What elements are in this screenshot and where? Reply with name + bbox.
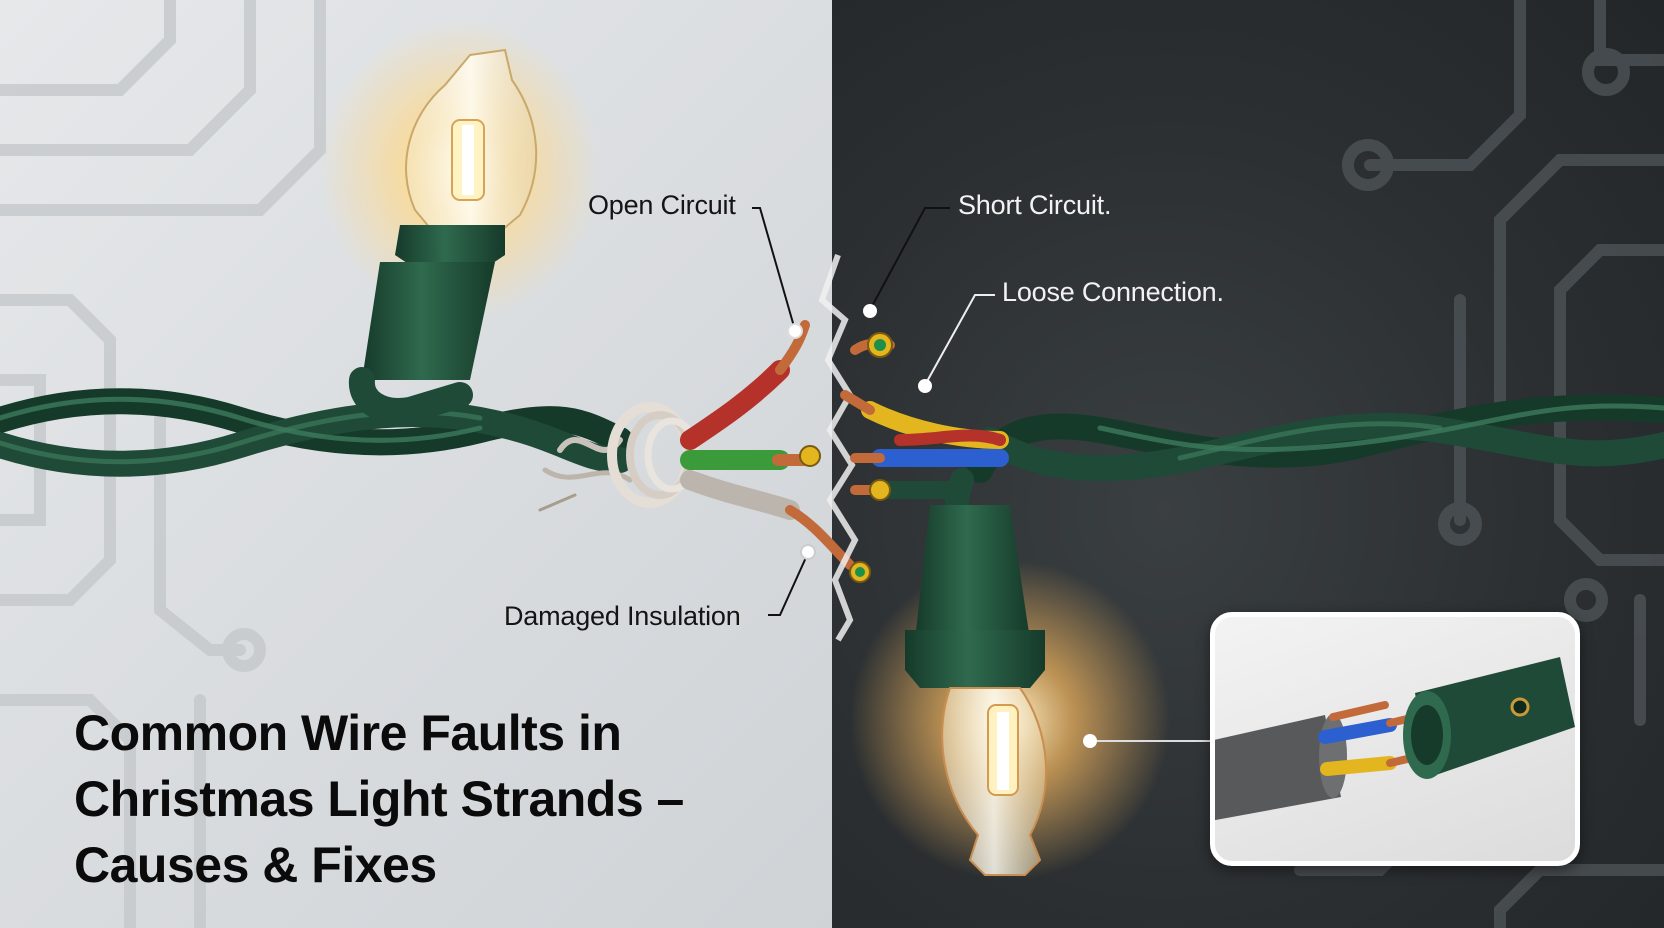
connector-closeup-inset [1210,612,1580,866]
label-damaged-insulation: Damaged Insulation [504,601,741,631]
connector-closeup-drawing [1215,657,1575,821]
label-loose-connection: Loose Connection. [1002,277,1224,307]
left-twisted-cable [0,388,633,477]
title-line-3: Causes & Fixes [74,837,437,893]
label-leader-lines [752,207,1210,748]
label-open-circuit: Open Circuit [588,190,736,220]
page-title: Common Wire Faults in Christmas Light St… [74,700,794,898]
circuit-traces-left [0,0,326,928]
label-short-circuit: Short Circuit. [958,190,1112,220]
exposed-wires-right [840,332,1009,501]
left-light-bulb [348,48,538,424]
title-line-1: Common Wire Faults in [74,705,622,761]
torn-break-edge [818,253,859,642]
exposed-wires-left [680,320,871,583]
right-light-bulb [905,505,1047,876]
title-line-2: Christmas Light Strands – [74,771,684,827]
